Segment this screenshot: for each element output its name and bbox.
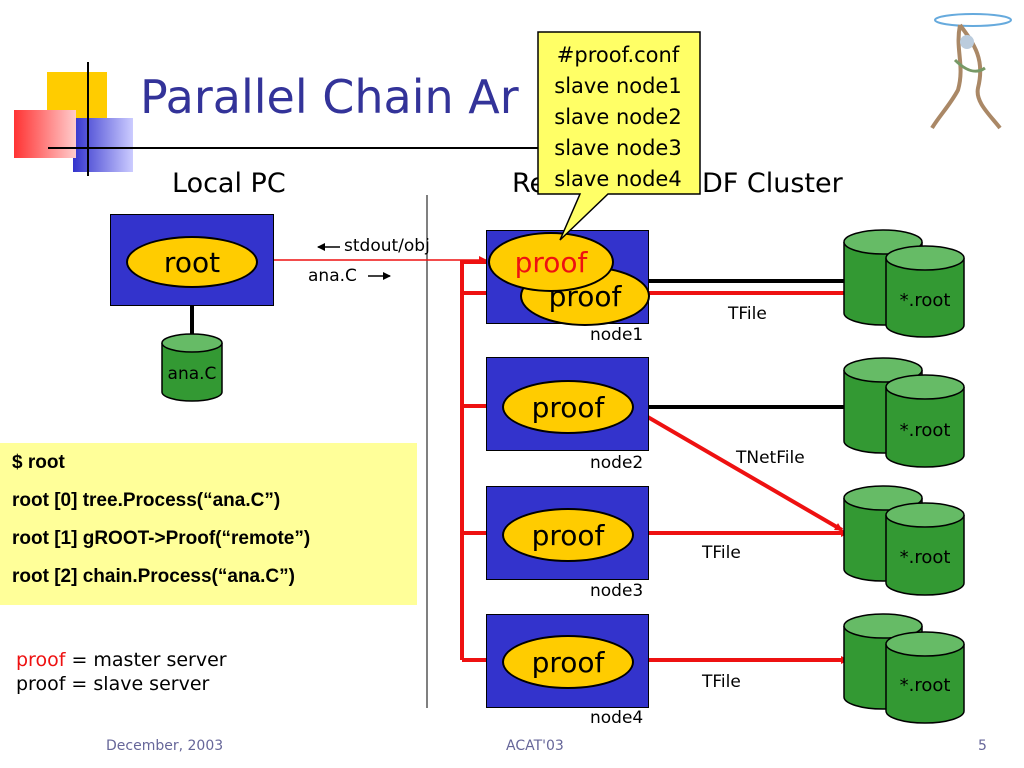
cylinder-pair-4: [843, 613, 965, 724]
callout-line-2: slave node1: [554, 74, 682, 98]
stdout-label: stdout/obj: [344, 236, 430, 256]
file-label-2: *.root: [899, 420, 951, 441]
master-proof: proof: [488, 232, 614, 292]
node-label-4: node4: [590, 708, 644, 728]
link-label-4: TFile: [702, 672, 741, 692]
anac-label: ana.C: [308, 266, 357, 286]
slide-title: Parallel Chain Ar: [140, 70, 519, 124]
node-label-1: node1: [590, 325, 644, 345]
file-label-3: *.root: [899, 547, 951, 568]
slave-proof-3: proof: [502, 508, 634, 562]
cylinder-pair-2: [843, 357, 965, 468]
remote-heading-right: DF Cluster: [702, 168, 843, 199]
root-ellipse: root: [126, 236, 258, 288]
legend-slave-line: proof = slave server: [16, 673, 210, 695]
logo-icon: [930, 13, 1012, 130]
callout-line-5: slave node4: [554, 167, 682, 191]
callout-text: #proof.conf slave node1 slave node2 slav…: [538, 40, 698, 195]
legend: proof = master server proof = slave serv…: [16, 648, 227, 696]
code-line-1: $ root: [12, 452, 65, 473]
legend-master-word: proof: [16, 649, 66, 671]
file-label-4: *.root: [899, 675, 951, 696]
callout-line-3: slave node2: [554, 105, 682, 129]
footer-date: December, 2003: [106, 738, 224, 754]
title-decoration: [14, 62, 700, 176]
node-label-2: node2: [590, 453, 644, 473]
local-cylinder-label: ana.C: [167, 364, 217, 384]
code-box: $ root root [0] tree.Process(“ana.C”) ro…: [0, 443, 417, 605]
link-label-2: TNetFile: [736, 448, 805, 468]
link-label-3: TFile: [702, 543, 741, 563]
footer-page-number: 5: [978, 738, 987, 754]
node-label-3: node3: [590, 581, 644, 601]
cylinder-pair-1: [843, 229, 965, 338]
callout-line-1: #proof.conf: [556, 43, 680, 67]
file-label-1: *.root: [899, 290, 951, 311]
code-line-3: root [1] gROOT->Proof(“remote”): [12, 528, 311, 549]
cylinder-pair-3: [843, 485, 965, 596]
legend-master-rest: = master server: [65, 649, 227, 671]
local-pc-heading: Local PC: [172, 168, 286, 199]
callout-line-4: slave node3: [554, 136, 682, 160]
code-line-2: root [0] tree.Process(“ana.C”): [12, 490, 281, 511]
link-label-1: TFile: [728, 304, 767, 324]
footer-conference: ACAT'03: [506, 738, 564, 754]
code-line-4: root [2] chain.Process(“ana.C”): [12, 566, 295, 587]
legend-master-line: proof = master server: [16, 648, 227, 672]
slave-proof-2: proof: [502, 380, 634, 434]
local-cylinder: [161, 333, 223, 402]
slave-proof-4: proof: [502, 635, 634, 689]
